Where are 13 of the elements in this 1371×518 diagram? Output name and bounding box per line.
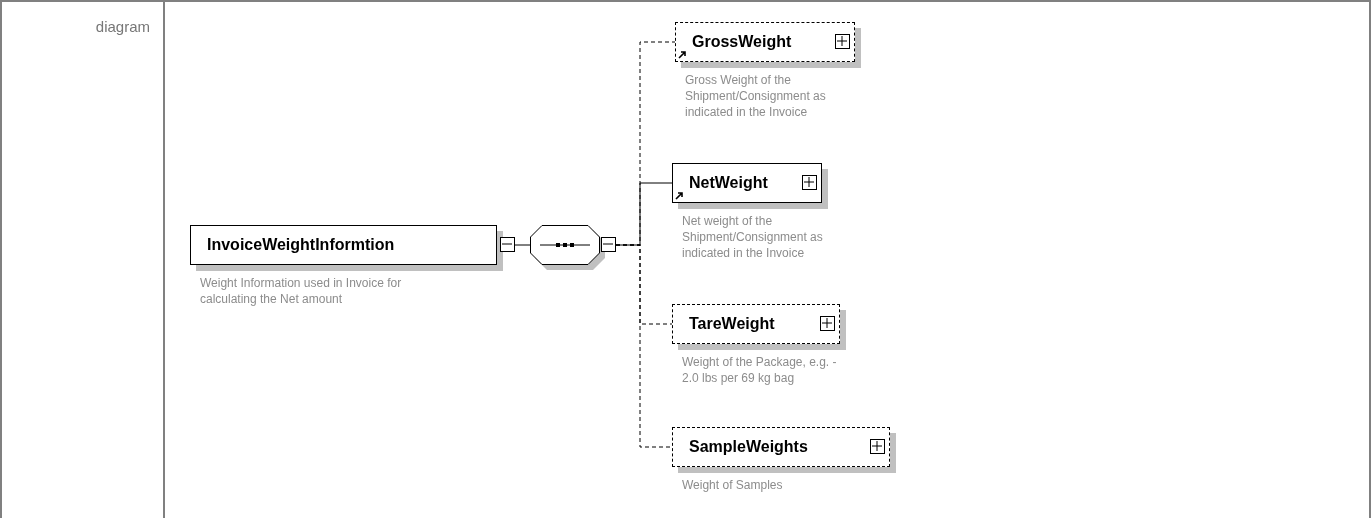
connector-line [514,244,531,246]
element-name: TareWeight [689,314,775,334]
element-name: InvoiceWeightInformtion [207,235,395,255]
description-text: Weight Information used in Invoice for calculating the Net amount [200,275,403,307]
element-name: NetWeight [689,173,768,193]
element-name: GrossWeight [692,32,792,52]
row-header: diagram [95,17,150,37]
description-text: Net weight of the Shipment/Consignment as indicated in the Invoice [682,213,824,261]
description-text: Weight of Samples [682,477,784,493]
connector-line [615,244,673,448]
description-text: Gross Weight of the Shipment/Consignment as indicated in the Invoice [685,72,827,120]
element-name: SampleWeights [689,437,808,457]
description-text: Weight of the Package, e.g. - 2.0 lbs per 69 kg bag [682,354,838,386]
